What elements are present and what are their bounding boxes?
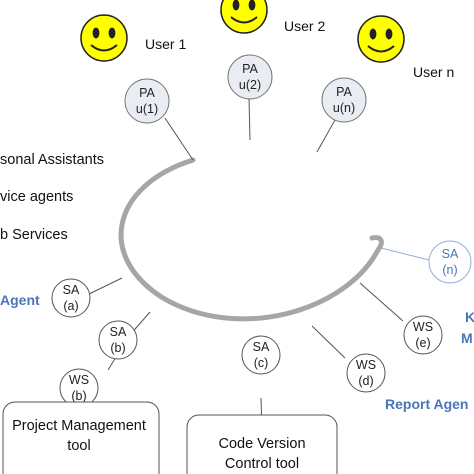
pa-node-n-id: u(n) — [333, 101, 355, 115]
pa-node-1-title: PA — [139, 86, 155, 100]
smiley-user-n-icon — [357, 15, 405, 63]
code-version-tool-line2: Control tool — [225, 456, 299, 472]
ws-node-d-id: (d) — [358, 374, 373, 388]
ws-node-d[interactable]: WS (d) — [346, 353, 386, 393]
code-version-tool-line1: Code Version — [218, 436, 305, 452]
sa-node-n-id: (n) — [442, 263, 457, 277]
smiley-user-1-icon — [80, 14, 128, 62]
sa-node-b[interactable]: SA (b) — [98, 320, 138, 360]
sa-node-a-id: (a) — [63, 299, 78, 313]
k-fragment-label: K — [465, 309, 474, 325]
agent-label: Agent — [0, 292, 40, 308]
pa-node-n[interactable]: PA u(n) — [321, 77, 367, 123]
sa-node-c[interactable]: SA (c) — [241, 335, 281, 375]
sa-node-a[interactable]: SA (a) — [51, 278, 91, 318]
agent-ring — [118, 157, 381, 322]
user-n-label: User n — [413, 64, 454, 80]
ws-node-b-title: WS — [69, 373, 89, 387]
pa-node-1[interactable]: PA u(1) — [124, 78, 170, 124]
ws-node-e-title: WS — [413, 320, 433, 334]
project-management-tool-line1: Project Management — [12, 418, 146, 434]
ws-node-b-id: (b) — [71, 389, 86, 403]
user-1-label: User 1 — [145, 36, 186, 52]
agent-ring-hook — [369, 235, 384, 253]
sa-node-b-title: SA — [110, 325, 127, 339]
pa-node-2[interactable]: PA u(2) — [227, 54, 273, 100]
sa-node-n-title: SA — [442, 247, 459, 261]
legend-service-agents: vice agents — [0, 189, 73, 205]
pa-node-n-title: PA — [336, 85, 352, 99]
pa-node-2-title: PA — [242, 62, 258, 76]
ws-node-d-title: WS — [356, 358, 376, 372]
sa-node-a-title: SA — [63, 283, 80, 297]
sa-node-b-id: (b) — [110, 341, 125, 355]
sa-node-c-title: SA — [253, 340, 270, 354]
pa-node-2-id: u(2) — [239, 78, 261, 92]
user-2-label: User 2 — [284, 18, 325, 34]
connector-lines — [82, 97, 404, 433]
sa-node-c-id: (c) — [254, 356, 269, 370]
project-management-tool-line2: tool — [67, 438, 90, 454]
report-agent-label: Report Agen — [385, 396, 468, 412]
legend-web-services: b Services — [0, 227, 68, 243]
m-fragment-label: M — [461, 330, 473, 346]
smiley-user-2-icon — [220, 0, 268, 34]
sa-n-connector — [380, 247, 430, 261]
ws-node-e-id: (e) — [415, 336, 430, 350]
code-version-tool-box[interactable]: Code Version Control tool — [186, 414, 338, 474]
sa-node-n[interactable]: SA (n) — [428, 240, 472, 284]
ws-node-b[interactable]: WS (b) — [59, 368, 99, 408]
pa-node-1-id: u(1) — [136, 102, 158, 116]
project-management-tool-box[interactable]: Project Management tool — [2, 401, 160, 474]
ws-node-e[interactable]: WS (e) — [403, 315, 443, 355]
legend-personal-assistants: sonal Assistants — [0, 152, 104, 168]
